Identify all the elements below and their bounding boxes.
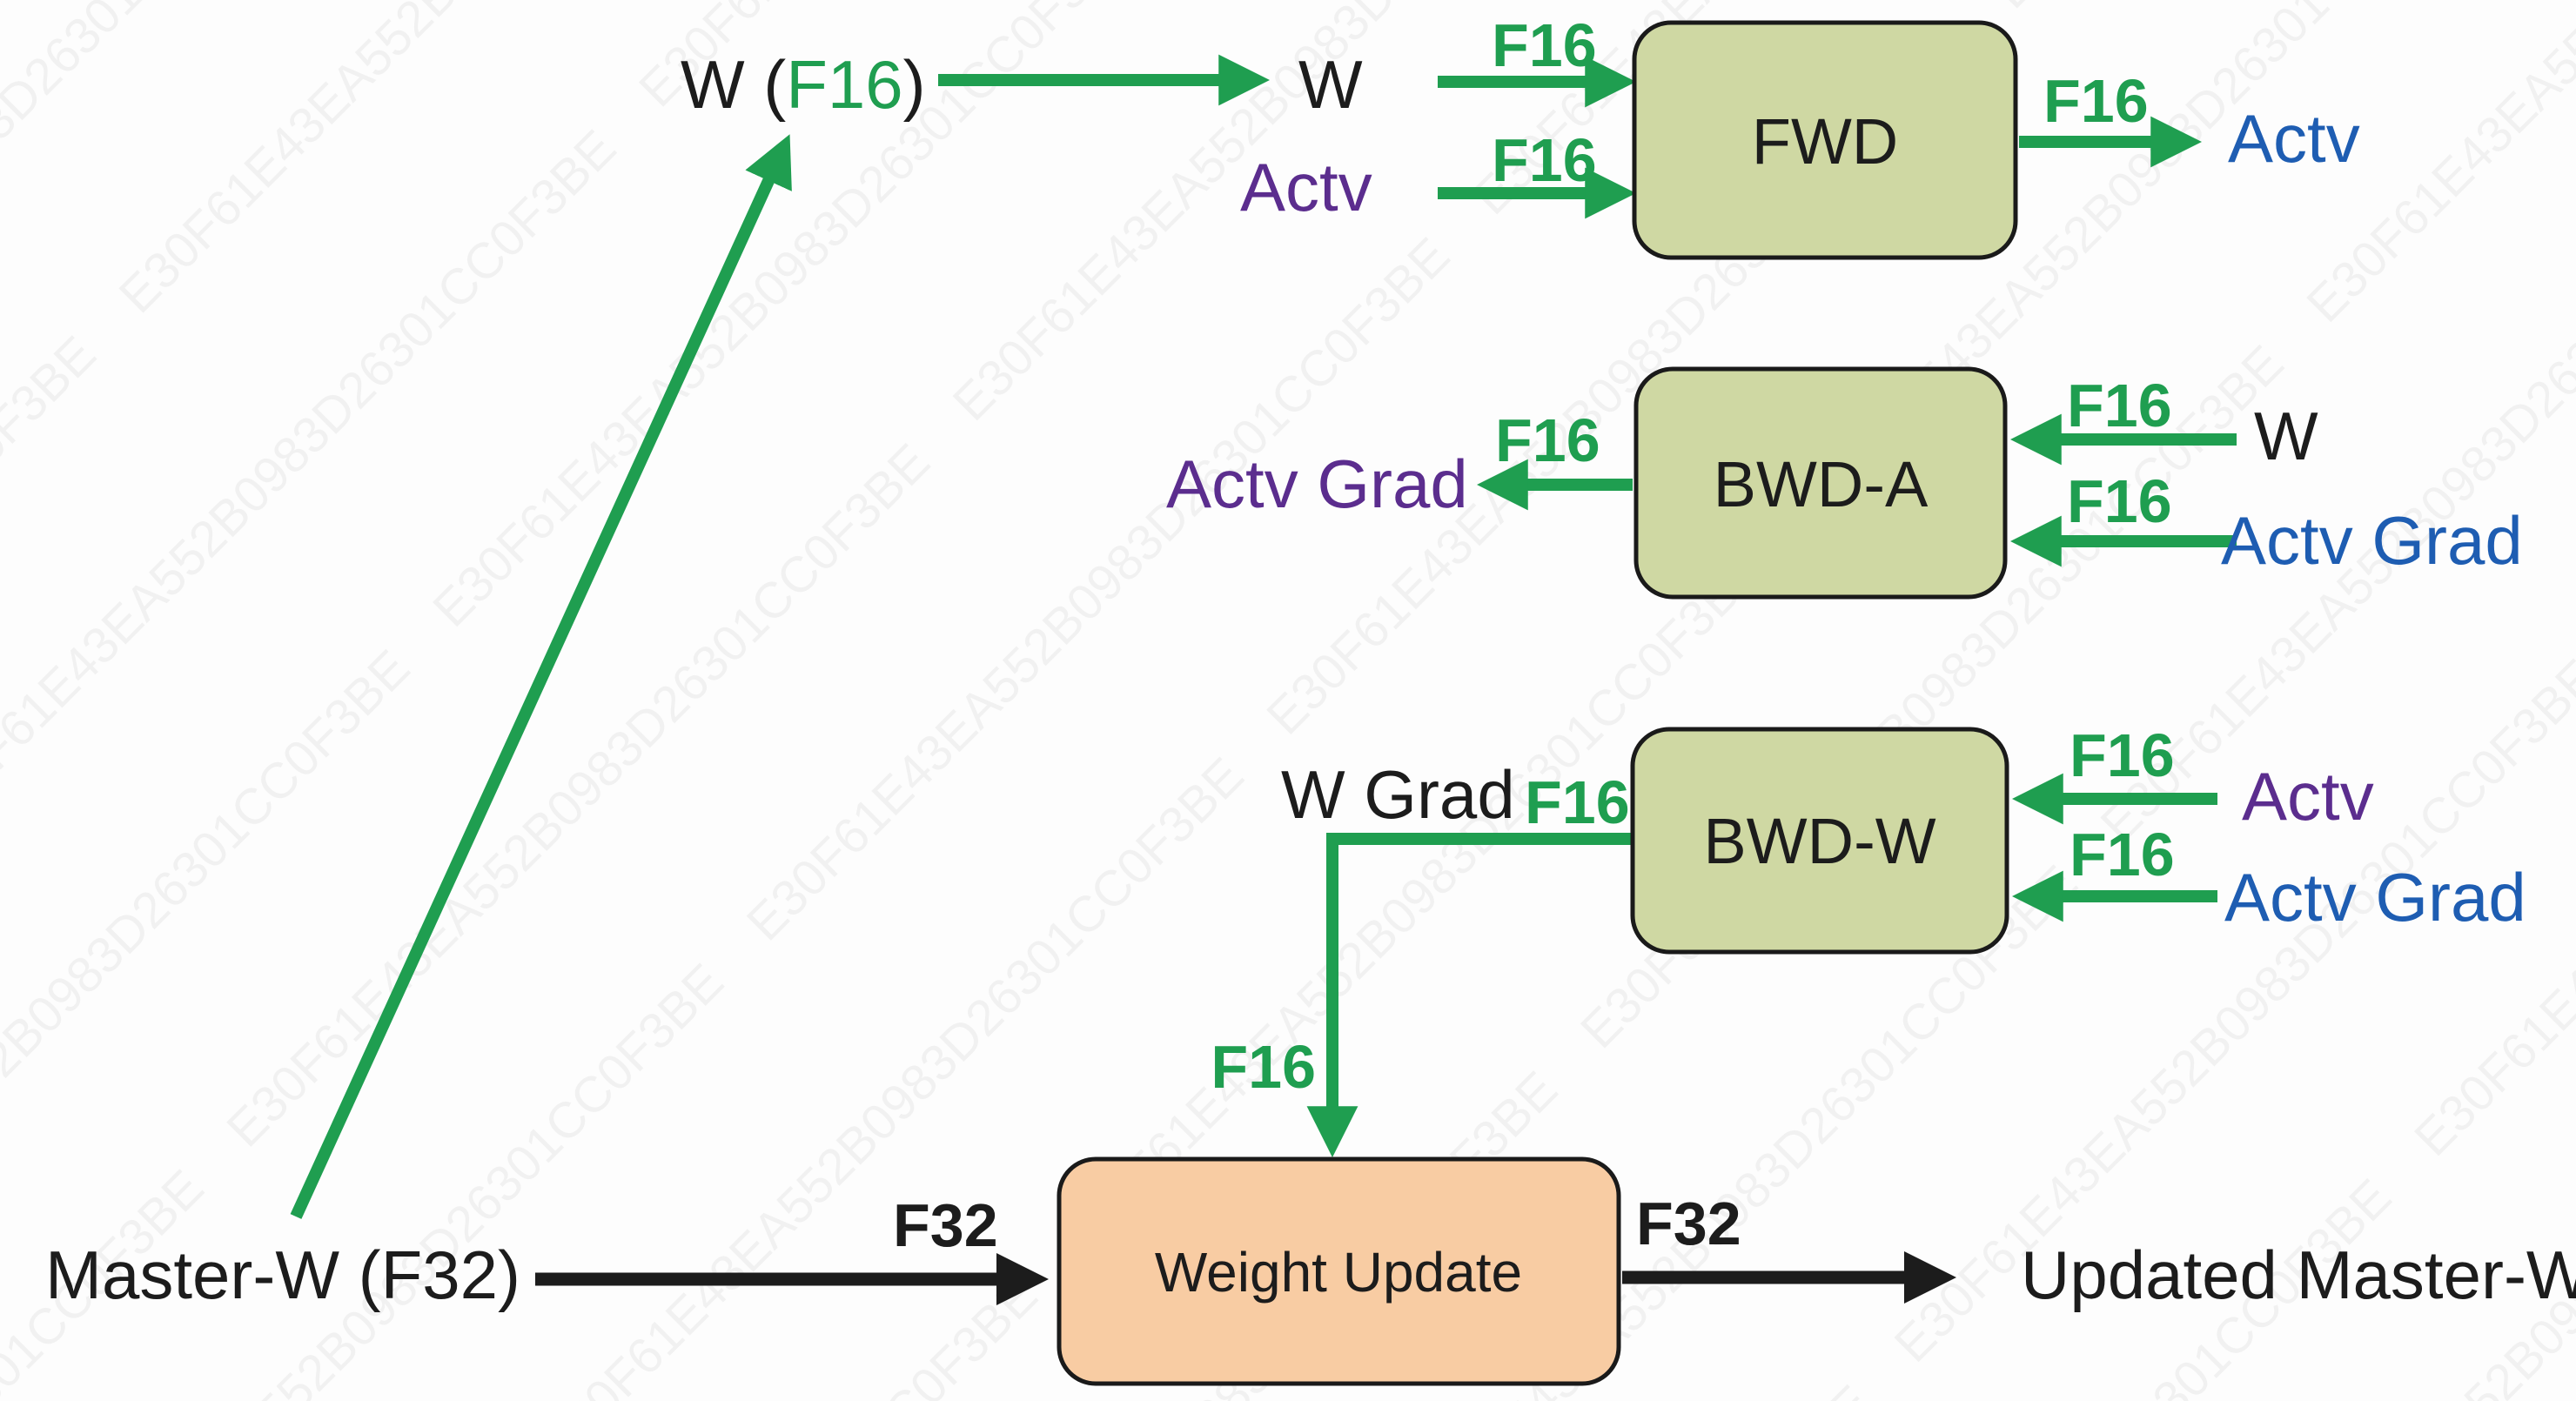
shared-weight-suffix: ): [903, 46, 926, 123]
bwda-input-actvgrad-label: Actv Grad: [2221, 502, 2523, 579]
fwd-output-f16-tag: F16: [2043, 67, 2149, 135]
updated-master-w-label: Updated Master-W: [2021, 1237, 2576, 1313]
bwda-input-w-label: W: [2254, 398, 2318, 474]
shared-weight-precision: F16: [786, 46, 902, 123]
master-w-f32-tag: F32: [893, 1191, 998, 1259]
bwd-w-box-label: BWD-W: [1703, 805, 1935, 877]
shared-weight-prefix: W (: [681, 46, 786, 123]
shared-weight-label: W (F16): [681, 46, 926, 123]
fwd-output-actv-label: Actv: [2228, 100, 2360, 177]
bwda-input-actvgrad-f16-tag: F16: [2067, 467, 2172, 535]
edge-master-w-to-shared-w: [290, 134, 792, 1219]
fwd-box-label: FWD: [1752, 105, 1899, 178]
weight-update-box: [1057, 1156, 1621, 1386]
bwdw-input-actv-label: Actv: [2242, 758, 2374, 835]
bwd-a-box: [1633, 366, 2008, 600]
bwdw-input-actv-f16-tag: F16: [2070, 721, 2175, 789]
fwd-input-w-label: W: [1298, 46, 1363, 123]
bwda-output-f16-tag: F16: [1495, 406, 1600, 474]
updated-master-w-f32-tag: F32: [1636, 1190, 1741, 1257]
watermark-text: E30F61E43EA552B0983D26301CC0F3BE: [216, 433, 941, 1158]
wgrad-to-update-f16-tag: F16: [1211, 1033, 1316, 1101]
bwda-input-w-f16-tag: F16: [2067, 372, 2172, 439]
weight-update-box-label: Weight Update: [1155, 1241, 1522, 1304]
fwd-input-actv-f16-tag: F16: [1492, 126, 1597, 194]
bwd-a-box-label: BWD-A: [1714, 448, 1929, 520]
fwd-input-w-f16-tag: F16: [1492, 11, 1597, 79]
bwdw-input-actvgrad-label: Actv Grad: [2224, 859, 2526, 935]
master-w-label: Master-W (F32): [45, 1237, 520, 1313]
bwdw-input-actvgrad-f16-tag: F16: [2070, 821, 2175, 888]
edge-wgrad-to-weight-update: [1306, 833, 1633, 1158]
fwd-input-actv-label: Actv: [1240, 149, 1372, 225]
bwdw-output-wgrad-label: W Grad: [1281, 756, 1515, 833]
bwdw-output-f16-tag: F16: [1525, 768, 1630, 836]
bwda-output-actvgrad-label: Actv Grad: [1166, 446, 1468, 522]
fwd-box: [1632, 20, 2018, 260]
bwd-w-box: [1630, 727, 2009, 955]
